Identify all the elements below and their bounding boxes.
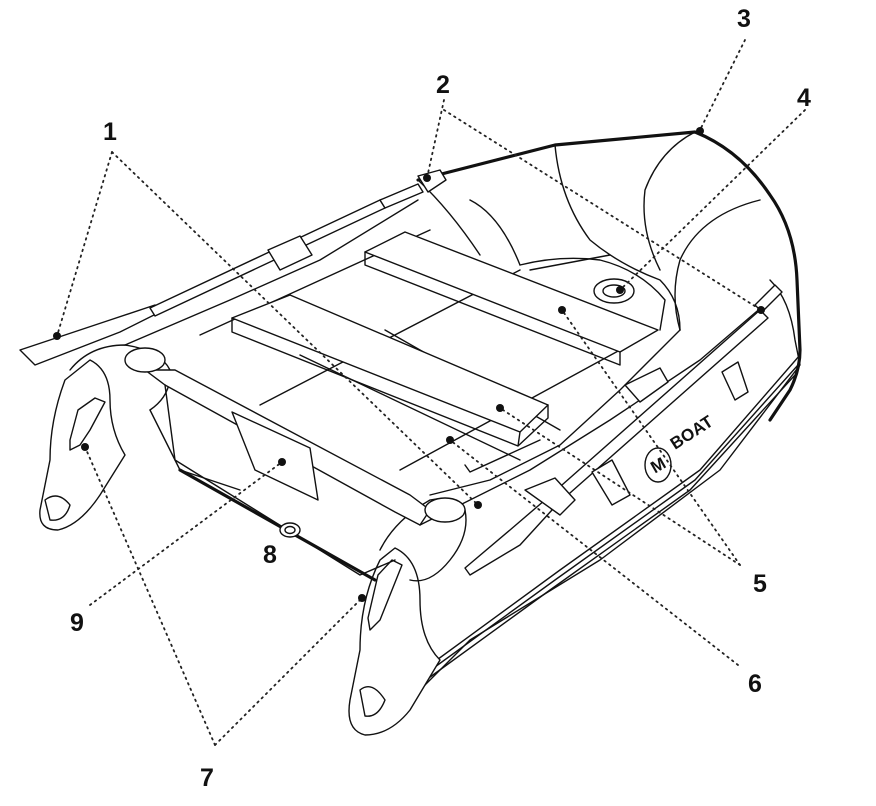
- leader-5b: [561, 309, 741, 566]
- seat-bow: [364, 231, 659, 353]
- leader-2b: [443, 109, 762, 311]
- leader-1a: [56, 151, 113, 337]
- oar-far-shaft: [149, 199, 386, 317]
- leader-3: [699, 39, 746, 131]
- rub-strake-2: [427, 364, 799, 673]
- leader-2a: [426, 99, 445, 179]
- right-cone-highlight: [359, 686, 386, 717]
- dot-1b: [474, 501, 482, 509]
- oar-far-grip: [379, 183, 424, 209]
- right-tube-inner: [429, 329, 681, 496]
- oar-near-blade: [464, 499, 553, 576]
- seat-aft-side: [231, 317, 549, 447]
- callout-dots: [53, 127, 765, 602]
- dot-2a: [423, 174, 431, 182]
- transom-lower: [164, 384, 396, 576]
- oar-holder: [624, 367, 669, 403]
- drain-valve-inner: [284, 525, 296, 535]
- callout-9: 9: [70, 609, 84, 637]
- callout-labels: 1 2 3 4 5 6 7 8 9: [70, 5, 811, 792]
- bow-inner-curve-2: [643, 131, 761, 331]
- boat-hull: [39, 130, 802, 736]
- leader-7b: [214, 597, 363, 746]
- dot-6: [446, 436, 454, 444]
- callout-5: 5: [753, 570, 767, 598]
- left-cone-highlight: [44, 495, 71, 521]
- right-carry-handle: [367, 559, 403, 631]
- callout-8: 8: [263, 541, 277, 569]
- leader-7a: [84, 446, 216, 746]
- transom-plate: [231, 411, 319, 501]
- transom-bottom: [178, 468, 377, 582]
- drain-valve: [279, 522, 301, 538]
- oarlock-near: [524, 477, 576, 516]
- left-stern-valve: [124, 347, 166, 373]
- rub-strake-3: [425, 374, 796, 681]
- callout-4: 4: [797, 84, 811, 112]
- leader-4: [619, 109, 806, 291]
- dot-4: [616, 286, 624, 294]
- right-tube-cone: [348, 547, 441, 736]
- oarlock-far: [417, 169, 447, 193]
- floor-keel-strip: [464, 439, 541, 473]
- callout-1: 1: [103, 118, 117, 146]
- oar-far-clamp: [267, 235, 313, 271]
- callout-3: 3: [737, 5, 751, 33]
- oar-holder-3: [721, 361, 749, 401]
- inflation-valve-inner: [602, 284, 626, 298]
- dot-9: [278, 458, 286, 466]
- leader-9: [89, 461, 283, 606]
- callout-6: 6: [748, 670, 762, 698]
- right-stern-valve: [424, 497, 466, 523]
- callout-2: 2: [436, 71, 450, 99]
- dot-5b: [558, 306, 566, 314]
- oars: [19, 169, 783, 576]
- bow-inner-curve: [554, 144, 681, 331]
- seat-bow-side: [364, 251, 621, 366]
- leader-6: [449, 439, 739, 666]
- callout-leaders: [56, 39, 806, 746]
- dot-7a: [81, 443, 89, 451]
- dot-7b: [358, 594, 366, 602]
- dot-1a: [53, 332, 61, 340]
- callout-7: 7: [200, 764, 214, 792]
- brand-name: BOAT: [667, 412, 717, 454]
- floor-and-seats: [199, 229, 659, 473]
- bow-floor: [519, 257, 666, 331]
- left-carry-handle: [69, 397, 106, 451]
- oar-holder-2: [591, 459, 631, 506]
- dot-5a: [496, 404, 504, 412]
- leader-5a: [499, 407, 741, 566]
- dot-2b: [757, 306, 765, 314]
- rub-strake-1: [429, 354, 801, 666]
- leader-1b: [111, 151, 479, 506]
- dot-3: [696, 127, 704, 135]
